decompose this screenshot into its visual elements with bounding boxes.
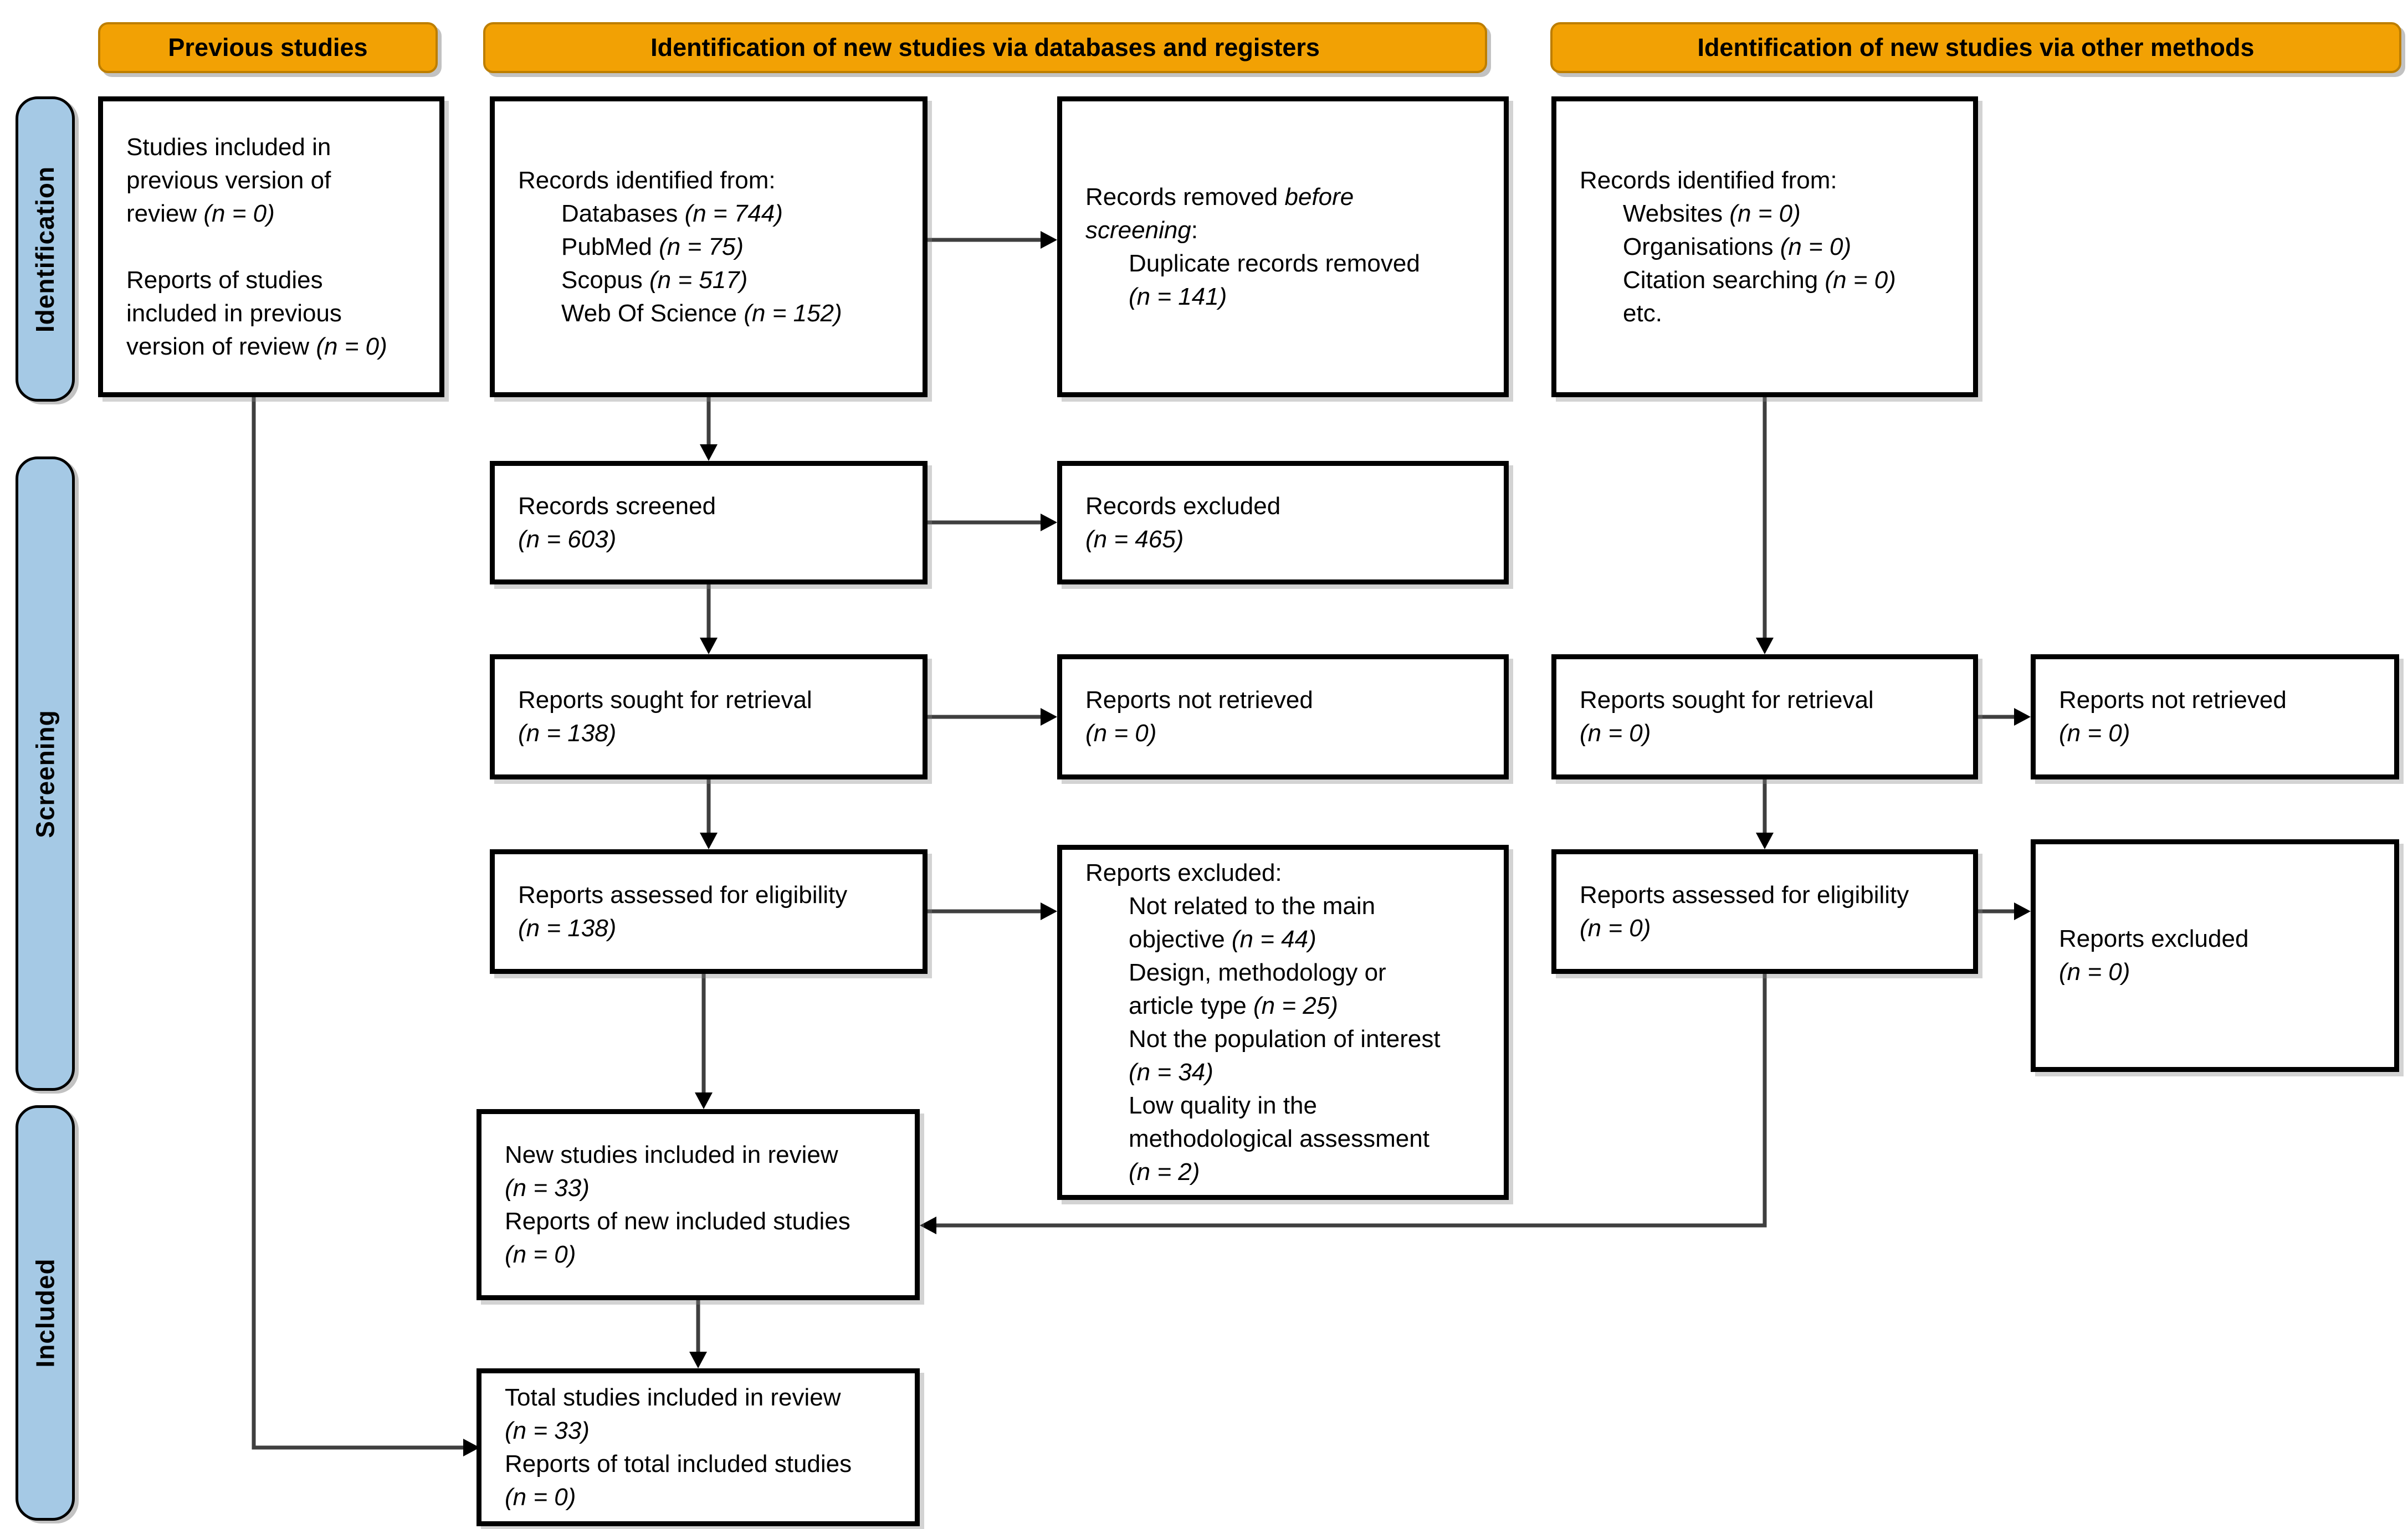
box-other-reports-not-retrieved: Reports not retrieved (n = 0) [2031,654,2399,779]
box-text-line: included in previous [126,299,342,327]
box-text-line: (n = 465) [1085,525,1184,553]
box-text-line: article type (n = 25) [1129,992,1338,1019]
box-text-line: Records identified from: [518,166,776,194]
box-text-line: (n = 141) [1129,283,1227,310]
arrowhead-other-identified-to-sought [1756,638,1774,654]
box-text-line: Reports not retrieved [2059,686,2287,714]
box-text-line: screening: [1085,216,1198,244]
arrowhead-other-assessed-to-excluded [2014,902,2031,920]
box-reports-excluded-reasons: Reports excluded: Not related to the main… [1057,845,1509,1200]
box-previous-studies: Studies included in previous version of re… [98,96,444,397]
box-new-studies-included: New studies included in review (n = 33) Re… [477,1109,920,1300]
box-text-line: etc. [1623,299,1662,327]
box-total-studies-included: Total studies included in review (n = 33)… [477,1368,920,1526]
box-text-line: (n = 138) [518,914,617,942]
box-text-line: Duplicate records removed [1129,249,1420,277]
box-text-line: Reports of new included studies [505,1207,851,1235]
box-text-line: Reports sought for retrieval [518,686,812,714]
box-text-line: Design, methodology or [1129,958,1386,986]
box-text-line: Low quality in the [1129,1091,1317,1119]
box-records-screened: Records screened (n = 603) [490,461,928,584]
box-text-line: Databases (n = 744) [561,199,783,227]
box-text-line: Records excluded [1085,492,1281,520]
box-text-line: (n = 34) [1129,1058,1213,1086]
box-text-line: Scopus (n = 517) [561,266,748,294]
box-text-line: (n = 2) [1129,1158,1200,1186]
box-text-line: Reports not retrieved [1085,686,1313,714]
box-text-line: Reports sought for retrieval [1580,686,1874,714]
box-text-line: Organisations (n = 0) [1623,233,1852,260]
box-text-line: (n = 33) [505,1417,590,1444]
box-text-line: Records removed before [1085,183,1354,211]
box-text-line: Not the population of interest [1129,1025,1441,1053]
box-text-line: (n = 603) [518,525,617,553]
arrowhead-assessed-to-excluded [1041,902,1057,920]
header-previous-studies: Previous studies [98,22,438,73]
arrowhead-identified-to-screened [700,444,718,461]
box-text-line: (n = 0) [2059,958,2130,986]
box-reports-assessed: Reports assessed for eligibility (n = 138… [490,849,928,974]
box-other-reports-excluded: Reports excluded (n = 0) [2031,839,2399,1072]
box-text-line: version of review (n = 0) [126,332,387,360]
arrowhead-sought-to-notretrieved [1041,708,1057,726]
box-text-line: objective (n = 44) [1129,925,1316,953]
box-text-line: PubMed (n = 75) [561,233,744,260]
header-identification-other-methods: Identification of new studies via other … [1550,22,2401,73]
stage-label-screening-text: Screening [30,709,60,838]
arrowhead-sought-to-assessed [700,833,718,849]
box-text-line: Reports assessed for eligibility [1580,881,1909,909]
box-text-line: Reports assessed for eligibility [518,881,848,909]
stage-label-included-text: Included [30,1258,60,1368]
box-records-identified-other: Records identified from: Websites (n = 0)… [1551,96,1978,397]
box-text-line: Studies included in [126,133,331,161]
box-text-line: methodological assessment [1129,1125,1430,1152]
box-text-line: (n = 0) [1580,720,1651,747]
box-text-line: (n = 0) [505,1483,576,1511]
box-text-line: Records identified from: [1580,166,1837,194]
box-text-line: (n = 0) [1085,720,1157,747]
box-text-line: Total studies included in review [505,1383,841,1411]
box-text-line: review (n = 0) [126,199,275,227]
arrowhead-screened-to-excluded [1041,514,1057,531]
box-records-removed-before-screening: Records removed before screening: Duplicat… [1057,96,1509,397]
stage-label-identification-text: Identification [30,166,60,332]
arrow-previous-to-total [252,397,463,1450]
arrowhead-other-sought-to-assessed [1756,833,1774,849]
box-text-line: Citation searching (n = 0) [1623,266,1896,294]
box-text-line: Reports excluded [2059,925,2249,952]
box-other-reports-assessed: Reports assessed for eligibility (n = 0) [1551,849,1978,974]
box-text-line: Web Of Science (n = 152) [561,299,842,327]
box-reports-sought: Reports sought for retrieval (n = 138) [490,654,928,779]
box-records-identified-databases: Records identified from: Databases (n = 7… [490,96,928,397]
arrowhead-identified-to-removed [1041,231,1057,249]
box-text-line: Reports of studies [126,266,323,294]
arrowhead-newincluded-to-total [689,1352,707,1368]
box-text-line: previous version of [126,166,331,194]
box-text-line: Not related to the main [1129,892,1376,920]
header-identification-databases: Identification of new studies via databa… [483,22,1487,73]
arrowhead-screened-to-sought [700,638,718,654]
box-text-line [126,230,425,264]
box-text-line: Websites (n = 0) [1623,199,1801,227]
box-text-line: (n = 0) [505,1240,576,1268]
box-text-line: (n = 0) [1580,914,1651,942]
box-reports-not-retrieved: Reports not retrieved (n = 0) [1057,654,1509,779]
box-text-line: (n = 138) [518,720,617,747]
stage-label-identification: Identification [16,96,75,402]
box-text-line: Reports excluded: [1085,859,1282,886]
box-other-reports-sought: Reports sought for retrieval (n = 0) [1551,654,1978,779]
box-text-line: New studies included in review [505,1141,838,1168]
box-text-line: (n = 33) [505,1174,590,1202]
box-text-line: Reports of total included studies [505,1450,852,1477]
arrowhead-other-sought-to-notretrieved [2014,708,2031,726]
arrowhead-other-assessed-to-newincluded [920,1217,936,1234]
stage-label-included: Included [16,1105,75,1521]
arrowhead-assessed-to-newincluded [695,1092,713,1109]
box-text-line: Records screened [518,492,716,520]
box-records-excluded: Records excluded (n = 465) [1057,461,1509,584]
stage-label-screening: Screening [16,456,75,1091]
box-text-line: (n = 0) [2059,720,2130,747]
